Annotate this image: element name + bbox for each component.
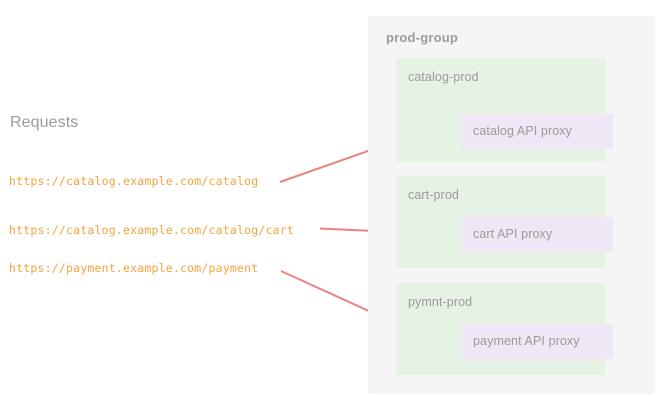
requests-heading: Requests — [10, 114, 79, 131]
request-url-payment: https://payment.example.com/payment — [9, 261, 259, 275]
proxy-label-payment: payment API proxy — [473, 334, 580, 348]
environment-label-pymnt-prod: pymnt-prod — [408, 295, 473, 309]
proxy-box-catalog[interactable]: catalog API proxy — [462, 114, 613, 149]
proxy-label-cart: cart API proxy — [473, 227, 553, 241]
environment-box-catalog-prod: catalog-prod catalog API proxy — [396, 58, 613, 162]
environment-box-cart-prod: cart-prod cart API proxy — [396, 176, 613, 268]
request-url-catalog-cart: https://catalog.example.com/catalog/cart — [9, 223, 294, 237]
environment-label-catalog-prod: catalog-prod — [408, 70, 479, 84]
proxy-box-payment[interactable]: payment API proxy — [462, 324, 613, 359]
environment-box-pymnt-prod: pymnt-prod payment API proxy — [396, 283, 613, 375]
proxy-box-cart[interactable]: cart API proxy — [462, 217, 613, 252]
proxy-label-catalog: catalog API proxy — [473, 124, 572, 138]
requests-panel: Requests https://catalog.example.com/cat… — [9, 114, 294, 275]
request-url-catalog: https://catalog.example.com/catalog — [9, 174, 259, 188]
environment-label-cart-prod: cart-prod — [408, 188, 459, 202]
prod-group-panel: prod-group catalog-prod catalog API prox… — [368, 16, 655, 394]
prod-group-title: prod-group — [386, 30, 459, 45]
